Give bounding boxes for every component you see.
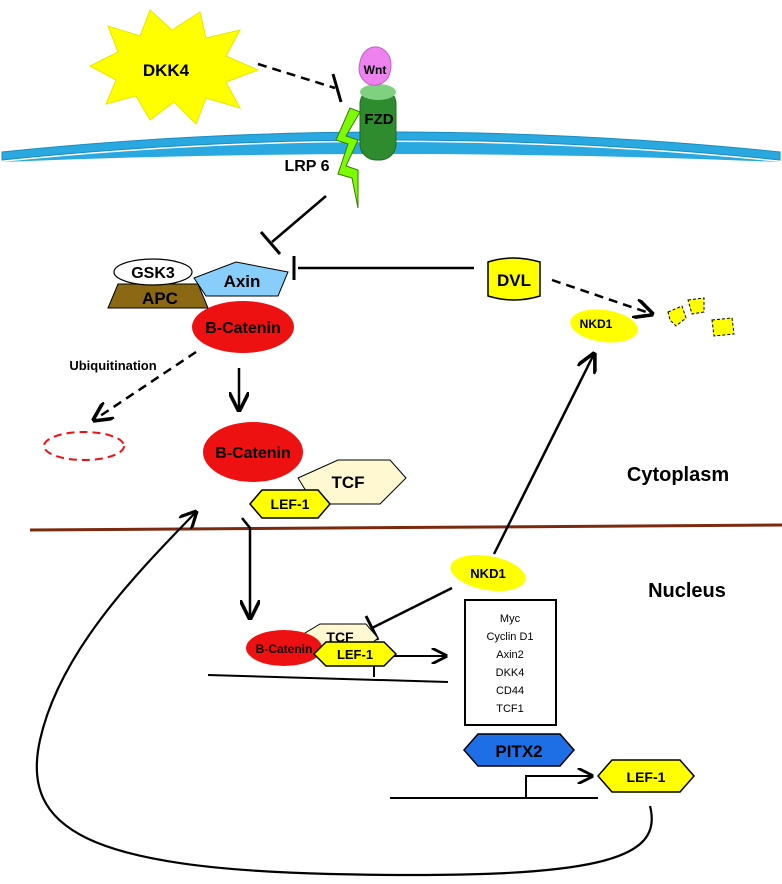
wnt-ligand: Wnt: [358, 46, 392, 86]
transcription-arrow-2: [525, 776, 592, 798]
wnt-shape: [358, 46, 392, 86]
nuclear-envelope: [29, 523, 782, 532]
nkd1-inhibit-line: [371, 586, 453, 630]
target-gene: Myc: [500, 613, 521, 625]
nkd1-export-arrow: [492, 354, 594, 555]
lef1-gene-shape: [597, 759, 695, 793]
dkk4-inhibit-bar: [331, 73, 343, 103]
destruction-complex: APC GSK3 Axin: [107, 258, 289, 309]
bcatenin-top-shape: [192, 301, 294, 353]
lrp6-receptor: [335, 107, 361, 209]
dvl-fragment: [711, 317, 735, 337]
ubiquitination-arrow: [94, 350, 197, 420]
pitx2-shape: [463, 733, 575, 767]
dkk4-node: DKK4: [88, 9, 260, 125]
cytoplasm-label: Cytoplasm: [627, 464, 729, 486]
gsk3-label: GSK3: [131, 265, 175, 282]
dvl-fragment: [667, 305, 687, 327]
nuclear-transcription-complex: TCF B-Catenin LEF-1: [246, 623, 398, 667]
lef1-mid-shape: [249, 489, 331, 519]
target-gene: CD44: [496, 685, 524, 697]
nkd1-nuc-shape: [450, 555, 526, 591]
dna-strand-1: [207, 674, 449, 683]
lef1-gene-node: LEF-1: [597, 759, 695, 793]
pitx2-label: PITX2: [495, 742, 542, 761]
tcf-mid-label: TCF: [331, 473, 364, 492]
dvl-degradation-arrow: [551, 278, 652, 314]
bcatenin-tcf-lef1-complex: B-Catenin TCF LEF-1: [203, 422, 407, 519]
fzd-top: [360, 84, 396, 100]
lrp6-inhibit-line: [271, 195, 327, 243]
nkd1-nucleus: NKD1: [450, 555, 526, 591]
dkk4-star: [88, 9, 260, 125]
bcatenin-nuc-shape: [246, 630, 322, 666]
nuclear-translocation-arrow: [242, 517, 250, 618]
nkd1-top-shape: [570, 309, 638, 343]
fzd-label: FZD: [364, 111, 393, 128]
target-gene: DKK4: [496, 667, 525, 679]
dvl-label: DVL: [497, 271, 531, 290]
lef1-mid-label: LEF-1: [271, 496, 310, 512]
cell-membrane: [1, 131, 781, 161]
degraded-bcatenin: [43, 431, 125, 461]
target-gene: TCF1: [496, 703, 524, 715]
tcf-nuc-label: TCF: [326, 629, 354, 645]
wnt-label: Wnt: [364, 63, 387, 77]
dvl-node: DVL: [487, 257, 541, 301]
target-genes-box: Myc Cyclin D1 Axin2 DKK4 CD44 TCF1: [464, 599, 557, 726]
lrp6-label: LRP 6: [284, 158, 329, 175]
target-genes-border: [464, 599, 557, 726]
bcatenin-nuc-label: B-Catenin: [256, 642, 313, 656]
lef1-nuc-label: LEF-1: [337, 647, 373, 662]
axin-shape: [193, 261, 289, 297]
bcatenin-cytoplasm-top: B-Catenin: [192, 301, 294, 353]
nucleus-label: Nucleus: [648, 580, 726, 602]
target-gene: Axin2: [496, 649, 524, 661]
pitx2-node: PITX2: [463, 733, 575, 767]
gsk3-shape: [113, 258, 193, 286]
ubiquitination-label: Ubiquitination: [69, 358, 156, 373]
bcatenin-top-label: B-Catenin: [205, 320, 281, 337]
nkd1-nuc-label: NKD1: [470, 566, 505, 581]
fzd-receptor: FZD: [359, 84, 397, 161]
dkk4-inhibit-line: [257, 62, 336, 90]
apc-label: APC: [142, 289, 178, 308]
bcatenin-mid-shape: [203, 422, 303, 482]
nkd1-top-label: NKD1: [580, 317, 613, 331]
lef1-gene-label: LEF-1: [627, 769, 666, 785]
lef1-nuc-shape: [312, 641, 398, 667]
dvl-fragment: [687, 297, 705, 315]
bcatenin-mid-label: B-Catenin: [215, 445, 291, 462]
dvl-shape: [487, 257, 541, 301]
target-gene: Cyclin D1: [486, 631, 533, 643]
dkk4-label: DKK4: [143, 61, 190, 80]
nkd1-cytoplasm: NKD1: [570, 309, 638, 343]
dvl-fragments: [667, 297, 735, 337]
lrp6-inhibit-bar: [259, 231, 282, 255]
axin-label: Axin: [224, 272, 261, 291]
lef1-feedback-arrow: [35, 512, 653, 877]
